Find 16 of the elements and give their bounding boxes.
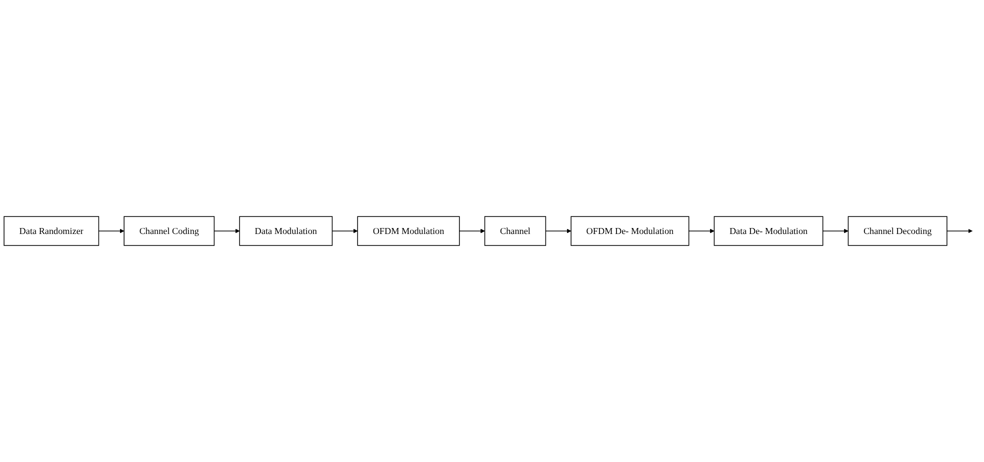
arrow	[332, 228, 358, 234]
node-box: OFDM Modulation	[357, 216, 460, 246]
arrow	[214, 228, 240, 234]
arrow	[545, 228, 572, 234]
node-box: OFDM De- Modulation	[570, 216, 690, 246]
node-box: Channel Coding	[124, 216, 215, 246]
arrow	[946, 228, 973, 234]
node-box: Channel Decoding	[848, 216, 948, 246]
node-box: Data Modulation	[239, 216, 333, 246]
node-box: Data De- Modulation	[714, 216, 824, 246]
node-box: Channel	[484, 216, 546, 246]
arrow	[822, 228, 848, 234]
arrow	[459, 228, 485, 234]
node-box: Data Randomizer	[4, 216, 100, 246]
arrow	[98, 228, 124, 234]
arrow	[688, 228, 714, 234]
